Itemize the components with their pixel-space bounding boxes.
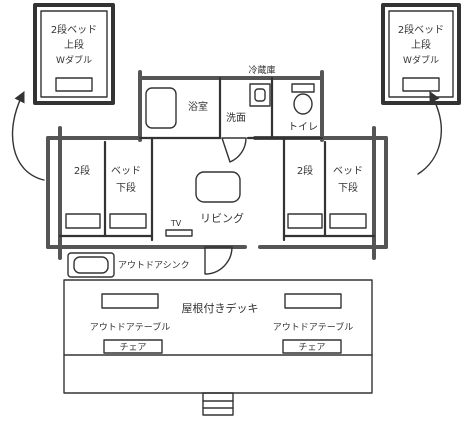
chair-right-box [282,339,342,354]
toilet-bowl [293,93,313,115]
entry-steps [202,392,234,416]
building-walls [46,70,388,260]
outdoor-table-left-bench [101,293,159,309]
toilet-label: トイレ [288,122,318,133]
right-loft-arrow [417,91,442,175]
fridge-label: 冷蔵庫 [248,64,275,76]
chair-left-box [103,339,163,354]
washbasin-bowl [254,88,266,102]
right-bunk-pillow-b [329,213,367,229]
chair-right-label: チェア [298,342,325,353]
outdoor-sink-label: アウトドアシンク [118,260,190,271]
left-loft-label-1: 2段ベッド [51,23,97,36]
outdoor-table-right-bench [284,293,342,309]
chair-left-label: チェア [119,342,146,353]
right-bunk-lower-label: 下段 [338,181,358,194]
tv-stand [165,229,193,237]
outdoor-table-left-label: アウトドアテーブル [90,321,170,333]
right-loft [381,3,461,105]
washbasin [249,83,271,107]
left-bunk-pillow-a [65,213,101,229]
living-label: リビング [200,211,244,225]
interior-walls [58,76,376,242]
left-loft-label-3: Wダブル [56,54,92,66]
bath-door [221,137,247,163]
washroom-label: 洗面 [226,112,246,124]
right-bunk-pillow-a [287,213,323,229]
left-loft-arrow [11,90,45,181]
right-loft-label-1: 2段ベッド [398,23,444,36]
right-bunk-2dan-label: 2段 [297,164,313,177]
outdoor-table-right-label: アウトドアテーブル [273,321,353,333]
outdoor-sink-bowl [73,256,109,274]
left-bunk-2dan-label: 2段 [74,164,90,177]
right-loft-label-2: 上段 [411,38,431,51]
toilet-tank [291,83,315,93]
left-loft [33,3,115,105]
left-bunk-bed-label: ベッド [111,165,141,177]
deck-label: 屋根付きデッキ [182,301,259,315]
right-loft-label-3: Wダブル [403,54,439,66]
left-bunk-pillow-b [109,213,147,229]
left-loft-label-2: 上段 [64,38,84,51]
outdoor-sink [67,252,115,278]
entrance-door [204,246,233,275]
bathtub [145,87,177,129]
right-bunk-bed-label: ベッド [333,165,363,177]
bath-label: 浴室 [188,100,208,113]
left-bunk-lower-label: 下段 [116,181,136,194]
living-table [195,171,241,203]
roofed-deck [63,279,373,394]
tv-label: TV [170,219,182,228]
